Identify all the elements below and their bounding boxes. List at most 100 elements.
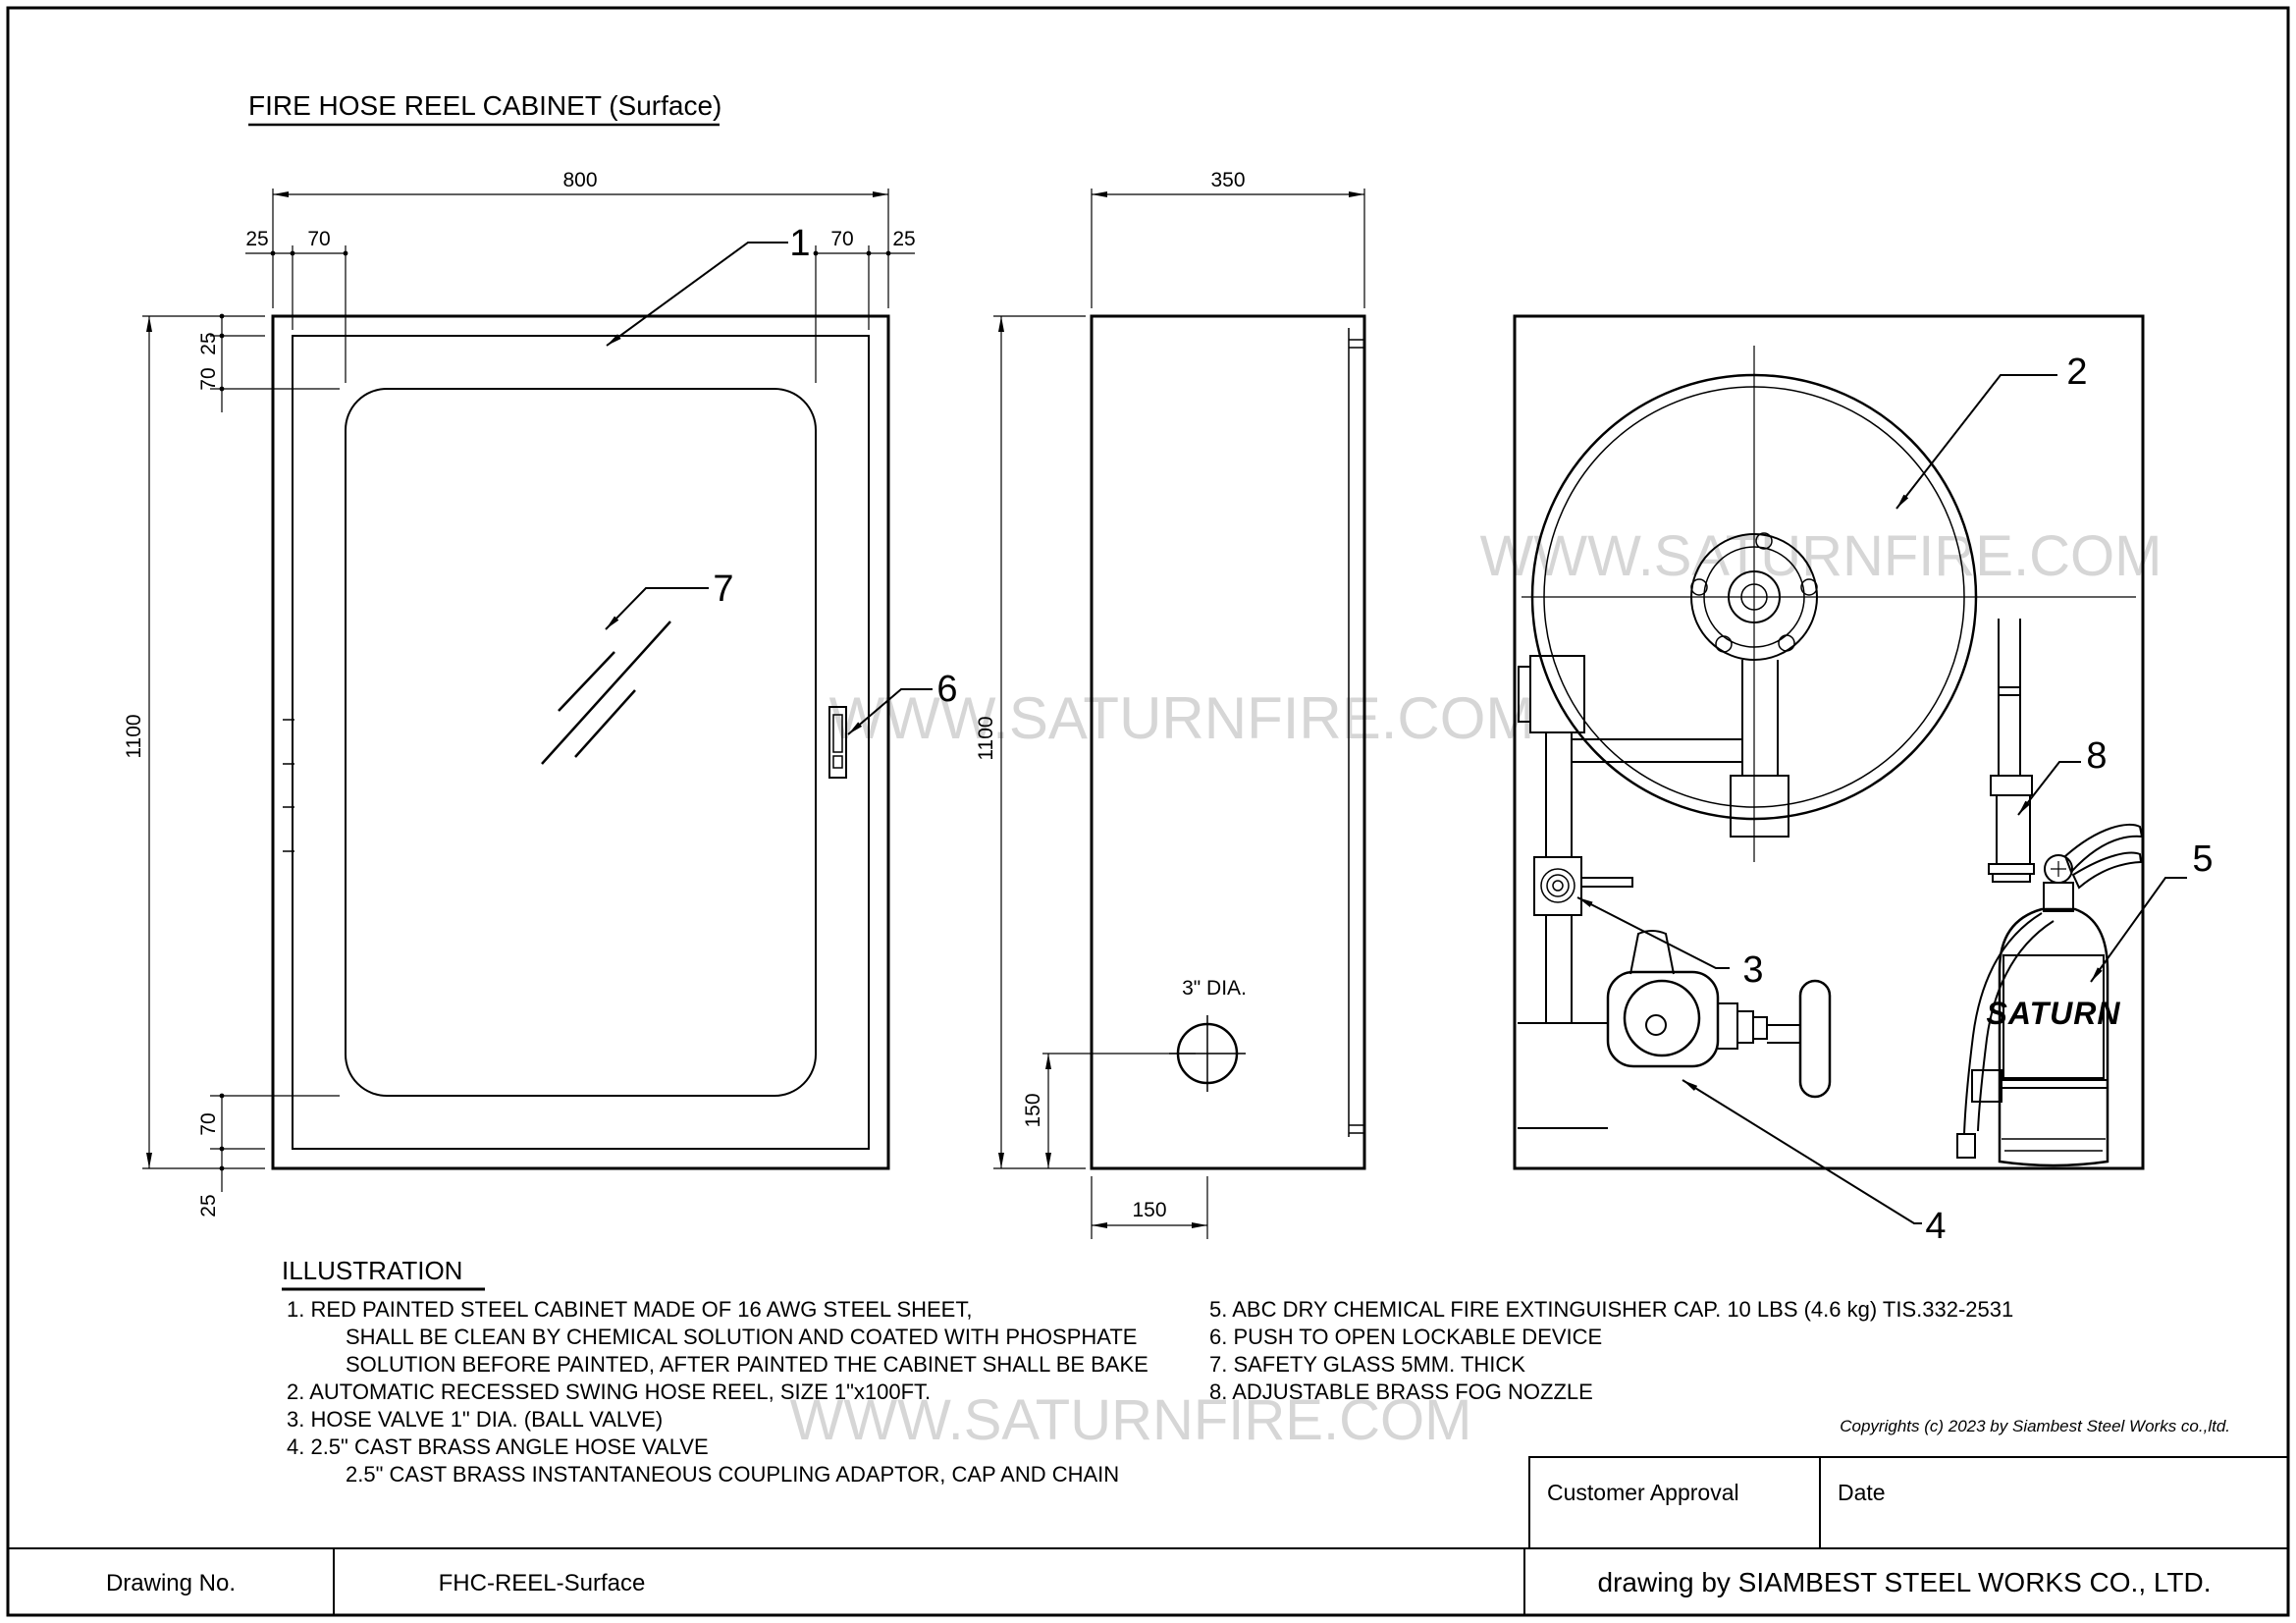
dim-800-text: 800: [562, 169, 597, 191]
date-label: Date: [1838, 1480, 1886, 1505]
lock-body: [828, 706, 847, 779]
reel-hub-inner: [1703, 546, 1805, 648]
reel-hub-flange: [1690, 533, 1818, 661]
callout-3: 3: [1742, 949, 1763, 991]
callout-6: 6: [936, 669, 957, 710]
reel-swivel-block: [1730, 775, 1789, 838]
leader-2: [1896, 374, 2057, 510]
dim-1100-text: 1100: [123, 714, 145, 758]
ball-valve-ring-mid: [1546, 874, 1570, 897]
lock-device: [828, 706, 847, 779]
dim-150h-text: 150: [1132, 1199, 1166, 1221]
extinguisher-hose-outer: [1963, 912, 2043, 1135]
extinguisher-bands: [2000, 1079, 2108, 1089]
dim-tick: [813, 250, 819, 256]
hose-reel-inner: [1543, 386, 1965, 808]
credit-text: drawing by SIAMBEST STEEL WORKS CO., LTD…: [1598, 1567, 2212, 1597]
bolt-hole: [1778, 634, 1795, 652]
extinguisher-tank: [1998, 907, 2109, 1167]
door-hinge-marks: [283, 719, 294, 852]
callout-2: 2: [2066, 352, 2087, 393]
supply-pipe-upper: [1545, 732, 1573, 857]
dim-tick: [866, 250, 872, 256]
customer-approval-label: Customer Approval: [1547, 1480, 1739, 1505]
leader-5: [2090, 877, 2187, 983]
gauge-cross: [2051, 861, 2066, 877]
extinguisher-lever-upper: [2063, 823, 2144, 874]
extinguisher-bracket: [1971, 1069, 2002, 1103]
callout-4: 4: [1925, 1206, 1946, 1247]
glass-reflection-lines: [541, 621, 671, 765]
supply-pipe-lower: [1545, 915, 1573, 1023]
dim-1100-extension-lines: [142, 315, 265, 1169]
callout-7: 7: [713, 568, 733, 610]
side-view-dimensions: 350 1100 150 150: [975, 169, 1365, 1239]
handwheel-stem: [1767, 1024, 1800, 1044]
dim-tick: [219, 1093, 225, 1099]
title-block: Customer Approval Date Drawing No. FHC-R…: [8, 1456, 2289, 1615]
dim-tick: [290, 250, 295, 256]
dim-150h-extensions: [1091, 1176, 1208, 1239]
reel-outlet-pipe: [1998, 619, 2021, 776]
cabinet-outline: [271, 314, 890, 1170]
angle-hose-valve: [1606, 930, 1832, 1099]
fire-extinguisher: SATURN: [1956, 823, 2144, 1167]
dim-tick: [885, 250, 891, 256]
watermarks: WWW.SATURNFIRE.COM WWW.SATURNFIRE.COM WW…: [790, 524, 2163, 1452]
leader-3: [1576, 896, 1730, 969]
dim-tick: [219, 333, 225, 339]
hose-reel-outer: [1530, 373, 1978, 821]
dim-25-left-top: 25: [197, 332, 220, 354]
extinguisher-base: [2002, 1138, 2106, 1152]
dim-25-left-bottom: 25: [197, 1194, 220, 1217]
nozzle-flange: [1988, 863, 2035, 875]
note-line: SHALL BE CLEAN BY CHEMICAL SOLUTION AND …: [346, 1325, 1137, 1349]
ball-valve-handle: [1580, 877, 1633, 888]
drawing-title-group: FIRE HOSE REEL CABINET (Surface): [248, 90, 721, 127]
drawing-no-label: Drawing No.: [106, 1570, 236, 1596]
drawing-no-value: FHC-REEL-Surface: [439, 1570, 646, 1596]
angle-valve-outlet: [1718, 1002, 1768, 1050]
nozzle-ring: [1992, 873, 2031, 883]
dim-tick: [219, 313, 225, 319]
sheet-border: [6, 6, 2290, 1617]
ball-valve: [1533, 856, 1633, 916]
extinguisher-lever-lower: [2071, 851, 2143, 890]
extinguisher-gauge: [2044, 854, 2073, 884]
swing-arm: [1572, 738, 1742, 763]
dim-tick: [270, 250, 276, 256]
dim-70-top-left: 70: [307, 228, 330, 250]
valve-base-lines: [1518, 1022, 1608, 1129]
note-line: 2.5" CAST BRASS INSTANTANEOUS COUPLING A…: [346, 1462, 1119, 1487]
dim-tick: [219, 1146, 225, 1152]
dim-tick: [219, 386, 225, 392]
dim-350-extension-lines: [1091, 189, 1365, 308]
bolt-hole: [1755, 532, 1773, 550]
note-line: 6. PUSH TO OPEN LOCKABLE DEVICE: [1209, 1325, 1602, 1349]
copyright-text: Copyrights (c) 2023 by Siambest Steel Wo…: [1840, 1417, 2230, 1435]
reel-centerlines: [1522, 346, 2136, 862]
note-line: 5. ABC DRY CHEMICAL FIRE EXTINGUISHER CA…: [1209, 1297, 2013, 1322]
pivot-plate: [1518, 666, 1531, 723]
callout-8: 8: [2086, 735, 2107, 777]
angle-valve-face: [1623, 979, 1701, 1057]
watermark-front: WWW.SATURNFIRE.COM: [829, 685, 1535, 751]
notes-heading: ILLUSTRATION: [282, 1256, 462, 1285]
title-strip-lines: [8, 1547, 2288, 1615]
interior-outline: [1513, 314, 2145, 1170]
dim-top-chain-extensions: [292, 245, 870, 383]
handwheel: [1798, 979, 1832, 1099]
leader-7: [605, 587, 709, 630]
dim-70-top-right: 70: [830, 228, 853, 250]
glass-panel: [345, 388, 817, 1097]
pipe-hole-label: 3" DIA.: [1182, 977, 1247, 1000]
dim-25-top-left: 25: [245, 228, 268, 250]
extinguisher-brand-logo: SATURN: [1987, 996, 2121, 1031]
dim-70-left-bottom: 70: [197, 1112, 220, 1135]
hub-center-inner: [1740, 583, 1768, 611]
angle-valve-bonnet: [1629, 930, 1675, 975]
door-outline: [292, 335, 870, 1150]
leader-1: [606, 242, 788, 347]
